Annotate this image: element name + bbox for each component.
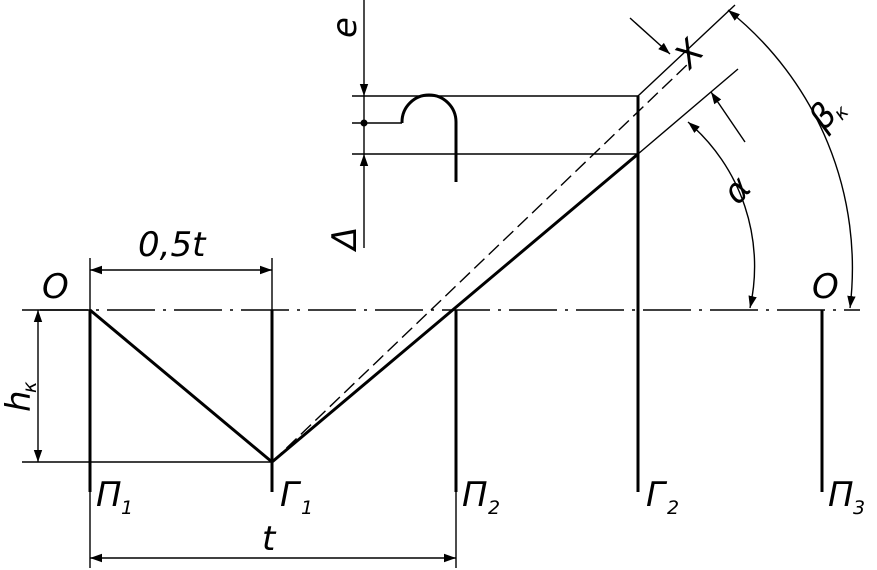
svg-text:2: 2 [488,497,500,519]
diag-g1-g2 [271,152,639,464]
label-g1: Г 1 [280,475,313,519]
beta-arc [727,9,856,309]
x-dim-arrow-a [629,17,671,55]
label-t: t [262,519,277,559]
svg-text:1: 1 [301,497,313,519]
diag-ext-upper [637,4,736,97]
label-half-t: 0,5t [138,225,207,265]
label-p3: П 3 [828,475,865,519]
svg-text:Δ: Δ [325,227,365,253]
svg-text:П: П [828,475,854,515]
svg-text:X: X [666,31,713,77]
svg-text:П: П [462,475,488,515]
label-beta-k: β к [800,95,853,139]
svg-text:Г: Г [646,475,668,515]
label-hk: h к [0,381,41,412]
diag-p1-g1 [89,308,273,464]
diag-ext-lower [637,68,739,155]
diag-dashed [271,61,691,463]
svg-text:α: α [715,169,760,212]
svg-text:к: к [19,381,41,393]
label-p2: П 2 [462,475,500,519]
svg-text:h: h [0,390,39,412]
svg-text:2: 2 [667,497,679,519]
x-dim-arrow-b [710,91,746,143]
svg-text:П: П [96,475,122,515]
alpha-arc [687,121,757,309]
svg-text:e: e [325,17,365,38]
svg-text:3: 3 [853,497,865,519]
label-g2: Г 2 [646,475,679,519]
label-delta: Δ [325,227,365,253]
label-o-right: О [812,267,839,307]
label-o-left: О [42,267,69,307]
label-p1: П 1 [96,475,133,519]
label-e: e [325,17,365,38]
label-x: X [666,31,713,77]
label-alpha: α [715,169,760,212]
hook-profile [400,93,458,182]
svg-text:Г: Г [280,475,302,515]
svg-text:1: 1 [121,497,133,519]
